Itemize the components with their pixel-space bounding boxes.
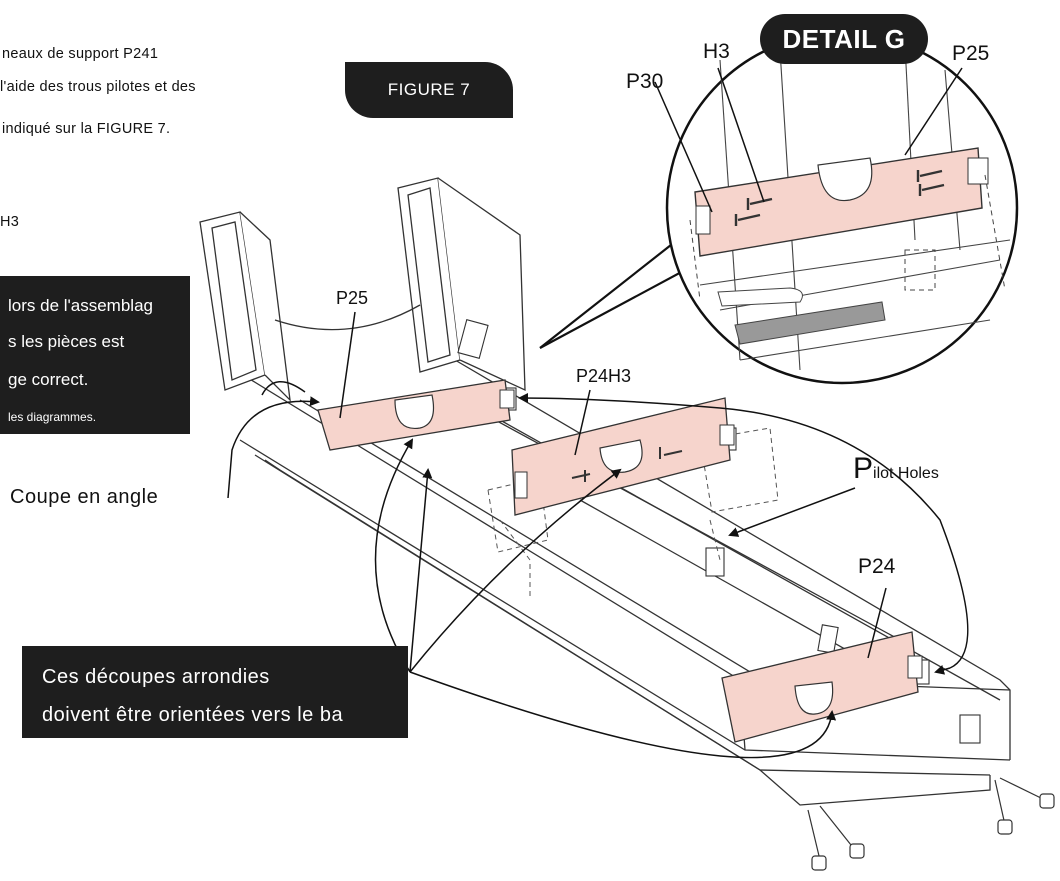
- intro-line-1: neaux de support P241: [2, 46, 159, 62]
- detail-label-h3: H3: [703, 40, 730, 63]
- intro-line-4: H3: [0, 214, 20, 230]
- label-p24h3: P24H3: [576, 366, 632, 386]
- note-line-2: doivent être orientées vers le ba: [42, 704, 344, 726]
- intro-line-2: l'aide des trous pilotes et des: [0, 79, 196, 95]
- warning-line-1: lors de l'assemblag: [8, 296, 153, 315]
- panel-p24h3: [511, 397, 735, 516]
- panel-p24: [721, 631, 923, 743]
- warning-box: lors de l'assemblag s les pièces est ge …: [0, 276, 190, 434]
- figure-label: FIGURE 7: [345, 62, 513, 118]
- pilot-holes-rest: ilot Holes: [873, 465, 939, 482]
- leader-lines: [227, 67, 969, 759]
- warning-line-3: ge correct.: [8, 370, 89, 389]
- warning-line-2: s les pièces est: [8, 332, 125, 351]
- panel-p25: [317, 379, 515, 451]
- intro-line-3: indiqué sur la FIGURE 7.: [2, 121, 171, 137]
- detail-label-p25: P25: [952, 42, 990, 65]
- detail-label: DETAIL G: [760, 14, 928, 64]
- pilot-holes-initial: P: [853, 452, 874, 485]
- label-p24: P24: [858, 555, 896, 578]
- label-p25: P25: [336, 288, 369, 308]
- uprights: [199, 177, 526, 402]
- pilot-holes-label: Pilot Holes: [853, 452, 939, 486]
- dashed-guides: [487, 427, 779, 600]
- detail-callout: [539, 31, 1019, 385]
- warning-line-4: les diagrammes.: [8, 410, 97, 424]
- detail-label-p30: P30: [626, 70, 664, 93]
- leveling-feet: [807, 777, 1055, 871]
- note-line-1: Ces découpes arrondies: [42, 666, 270, 688]
- angle-cut-label: Coupe en angle: [10, 486, 159, 508]
- rounded-cutouts-note: Ces découpes arrondies doivent être orie…: [22, 646, 408, 738]
